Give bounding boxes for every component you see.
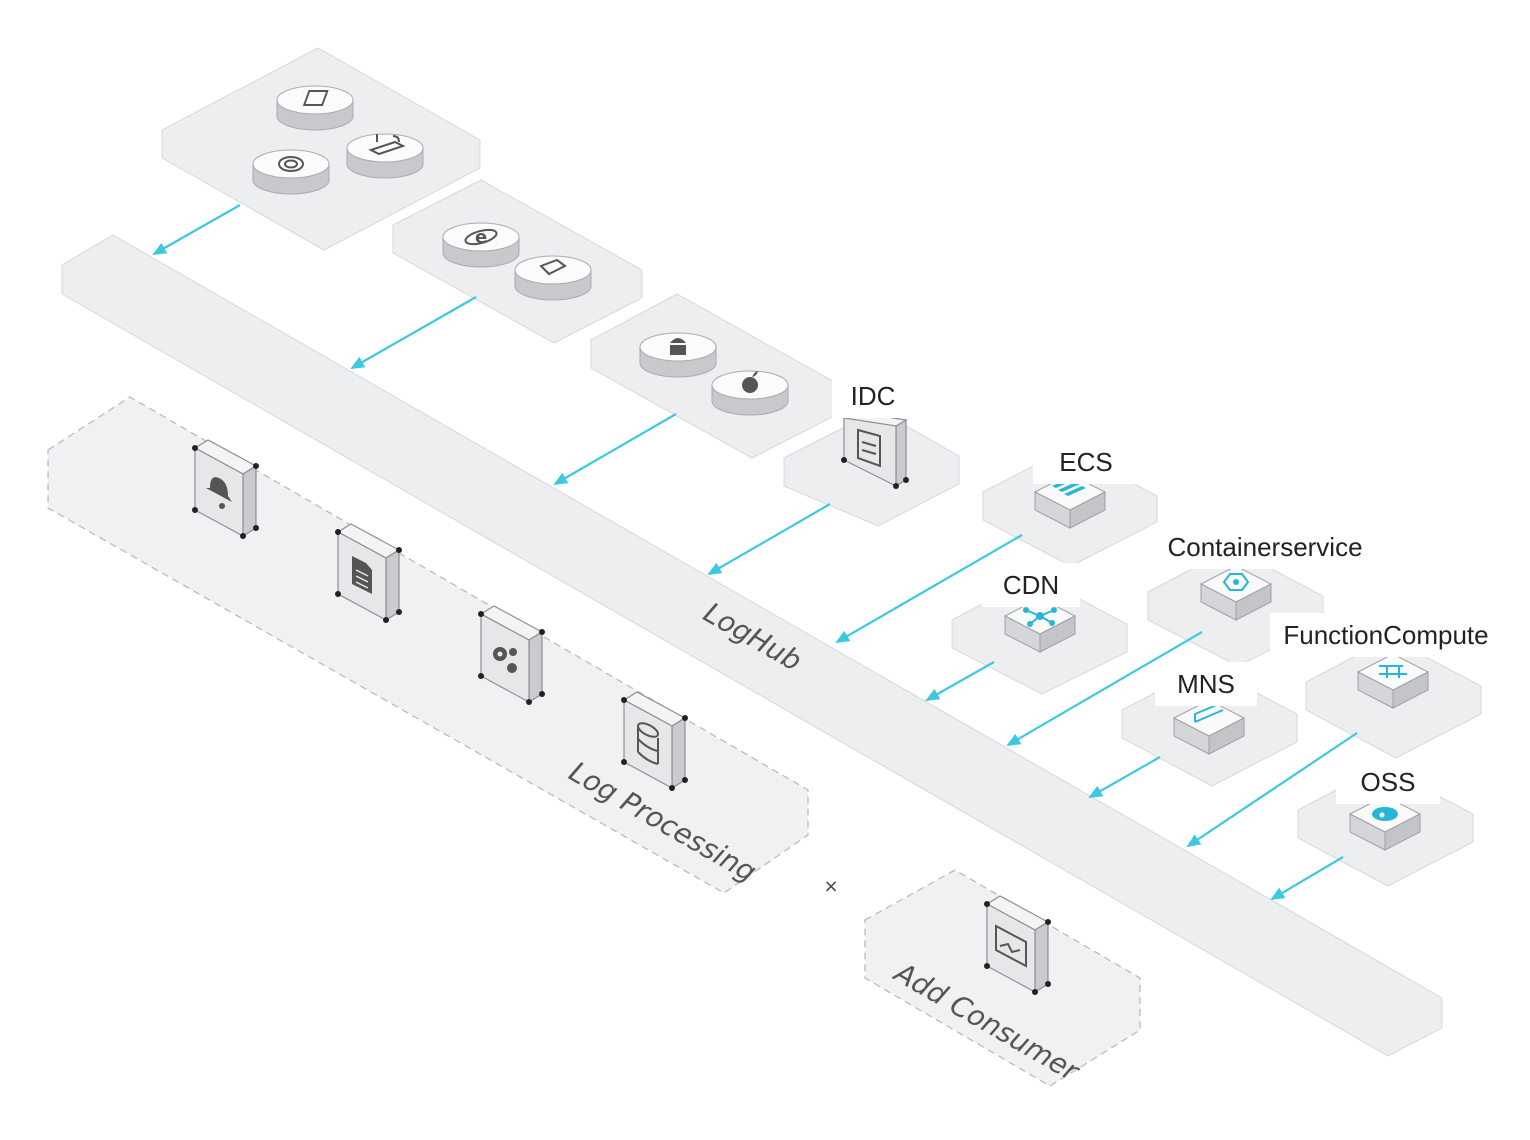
fingerprint-icon <box>252 149 330 195</box>
arrow-mns-to-loghub <box>1088 756 1161 798</box>
oss-label: OSS <box>1336 760 1440 804</box>
add-consumer-region <box>864 869 1141 1087</box>
mns-icon <box>1172 699 1246 755</box>
loghub-bar <box>61 234 1443 1057</box>
arrow-oss-to-loghub <box>1270 856 1344 901</box>
svg-text:MNS: MNS <box>1177 669 1235 699</box>
android-icon <box>639 332 717 378</box>
tablet-icon <box>276 85 354 131</box>
svg-text:FunctionCompute: FunctionCompute <box>1283 620 1488 650</box>
ecs-label: ECS <box>1033 440 1139 484</box>
device-group-1-plate <box>161 47 481 251</box>
svg-text:OSS: OSS <box>1361 767 1416 797</box>
device-group-2-plate <box>392 179 643 344</box>
document-icon <box>335 523 402 623</box>
svg-text:Containerservice: Containerservice <box>1167 532 1362 562</box>
arrow-ecs-to-loghub <box>835 534 1023 644</box>
mns-label: MNS <box>1155 662 1257 706</box>
database-icon <box>621 691 688 791</box>
gears-icon <box>478 605 545 705</box>
functioncompute-icon <box>1356 653 1430 709</box>
arrow-group3-to-loghub <box>553 413 677 486</box>
containerservice-label: Containerservice <box>1150 525 1380 569</box>
svg-text:IDC: IDC <box>851 381 896 411</box>
functioncompute-label: FunctionCompute <box>1270 613 1502 657</box>
cdn-label: CDN <box>982 563 1080 607</box>
svg-text:CDN: CDN <box>1003 570 1059 600</box>
arrow-functioncompute-to-loghub <box>1186 732 1358 848</box>
apple-icon <box>711 370 789 416</box>
oss-icon <box>1348 795 1422 851</box>
monitor-chart-icon <box>984 895 1051 995</box>
arrow-idc-to-loghub <box>707 503 831 576</box>
router-icon <box>346 133 424 179</box>
code-file-icon <box>514 255 592 301</box>
svg-text:e: e <box>475 227 487 248</box>
arrow-group2-to-loghub <box>350 296 477 369</box>
containerservice-icon <box>1199 565 1273 621</box>
svg-text:ECS: ECS <box>1059 447 1112 477</box>
separator-mark: × <box>823 876 838 897</box>
arrow-cdn-to-loghub <box>925 661 995 701</box>
arrow-containerservice-to-loghub <box>1006 631 1203 747</box>
alarm-bell-icon <box>192 439 259 539</box>
device-group-3-plate <box>590 293 839 459</box>
idc-label: IDC <box>832 374 914 418</box>
ie-browser-icon: e <box>442 222 520 268</box>
arrow-group1-to-loghub <box>152 204 241 255</box>
